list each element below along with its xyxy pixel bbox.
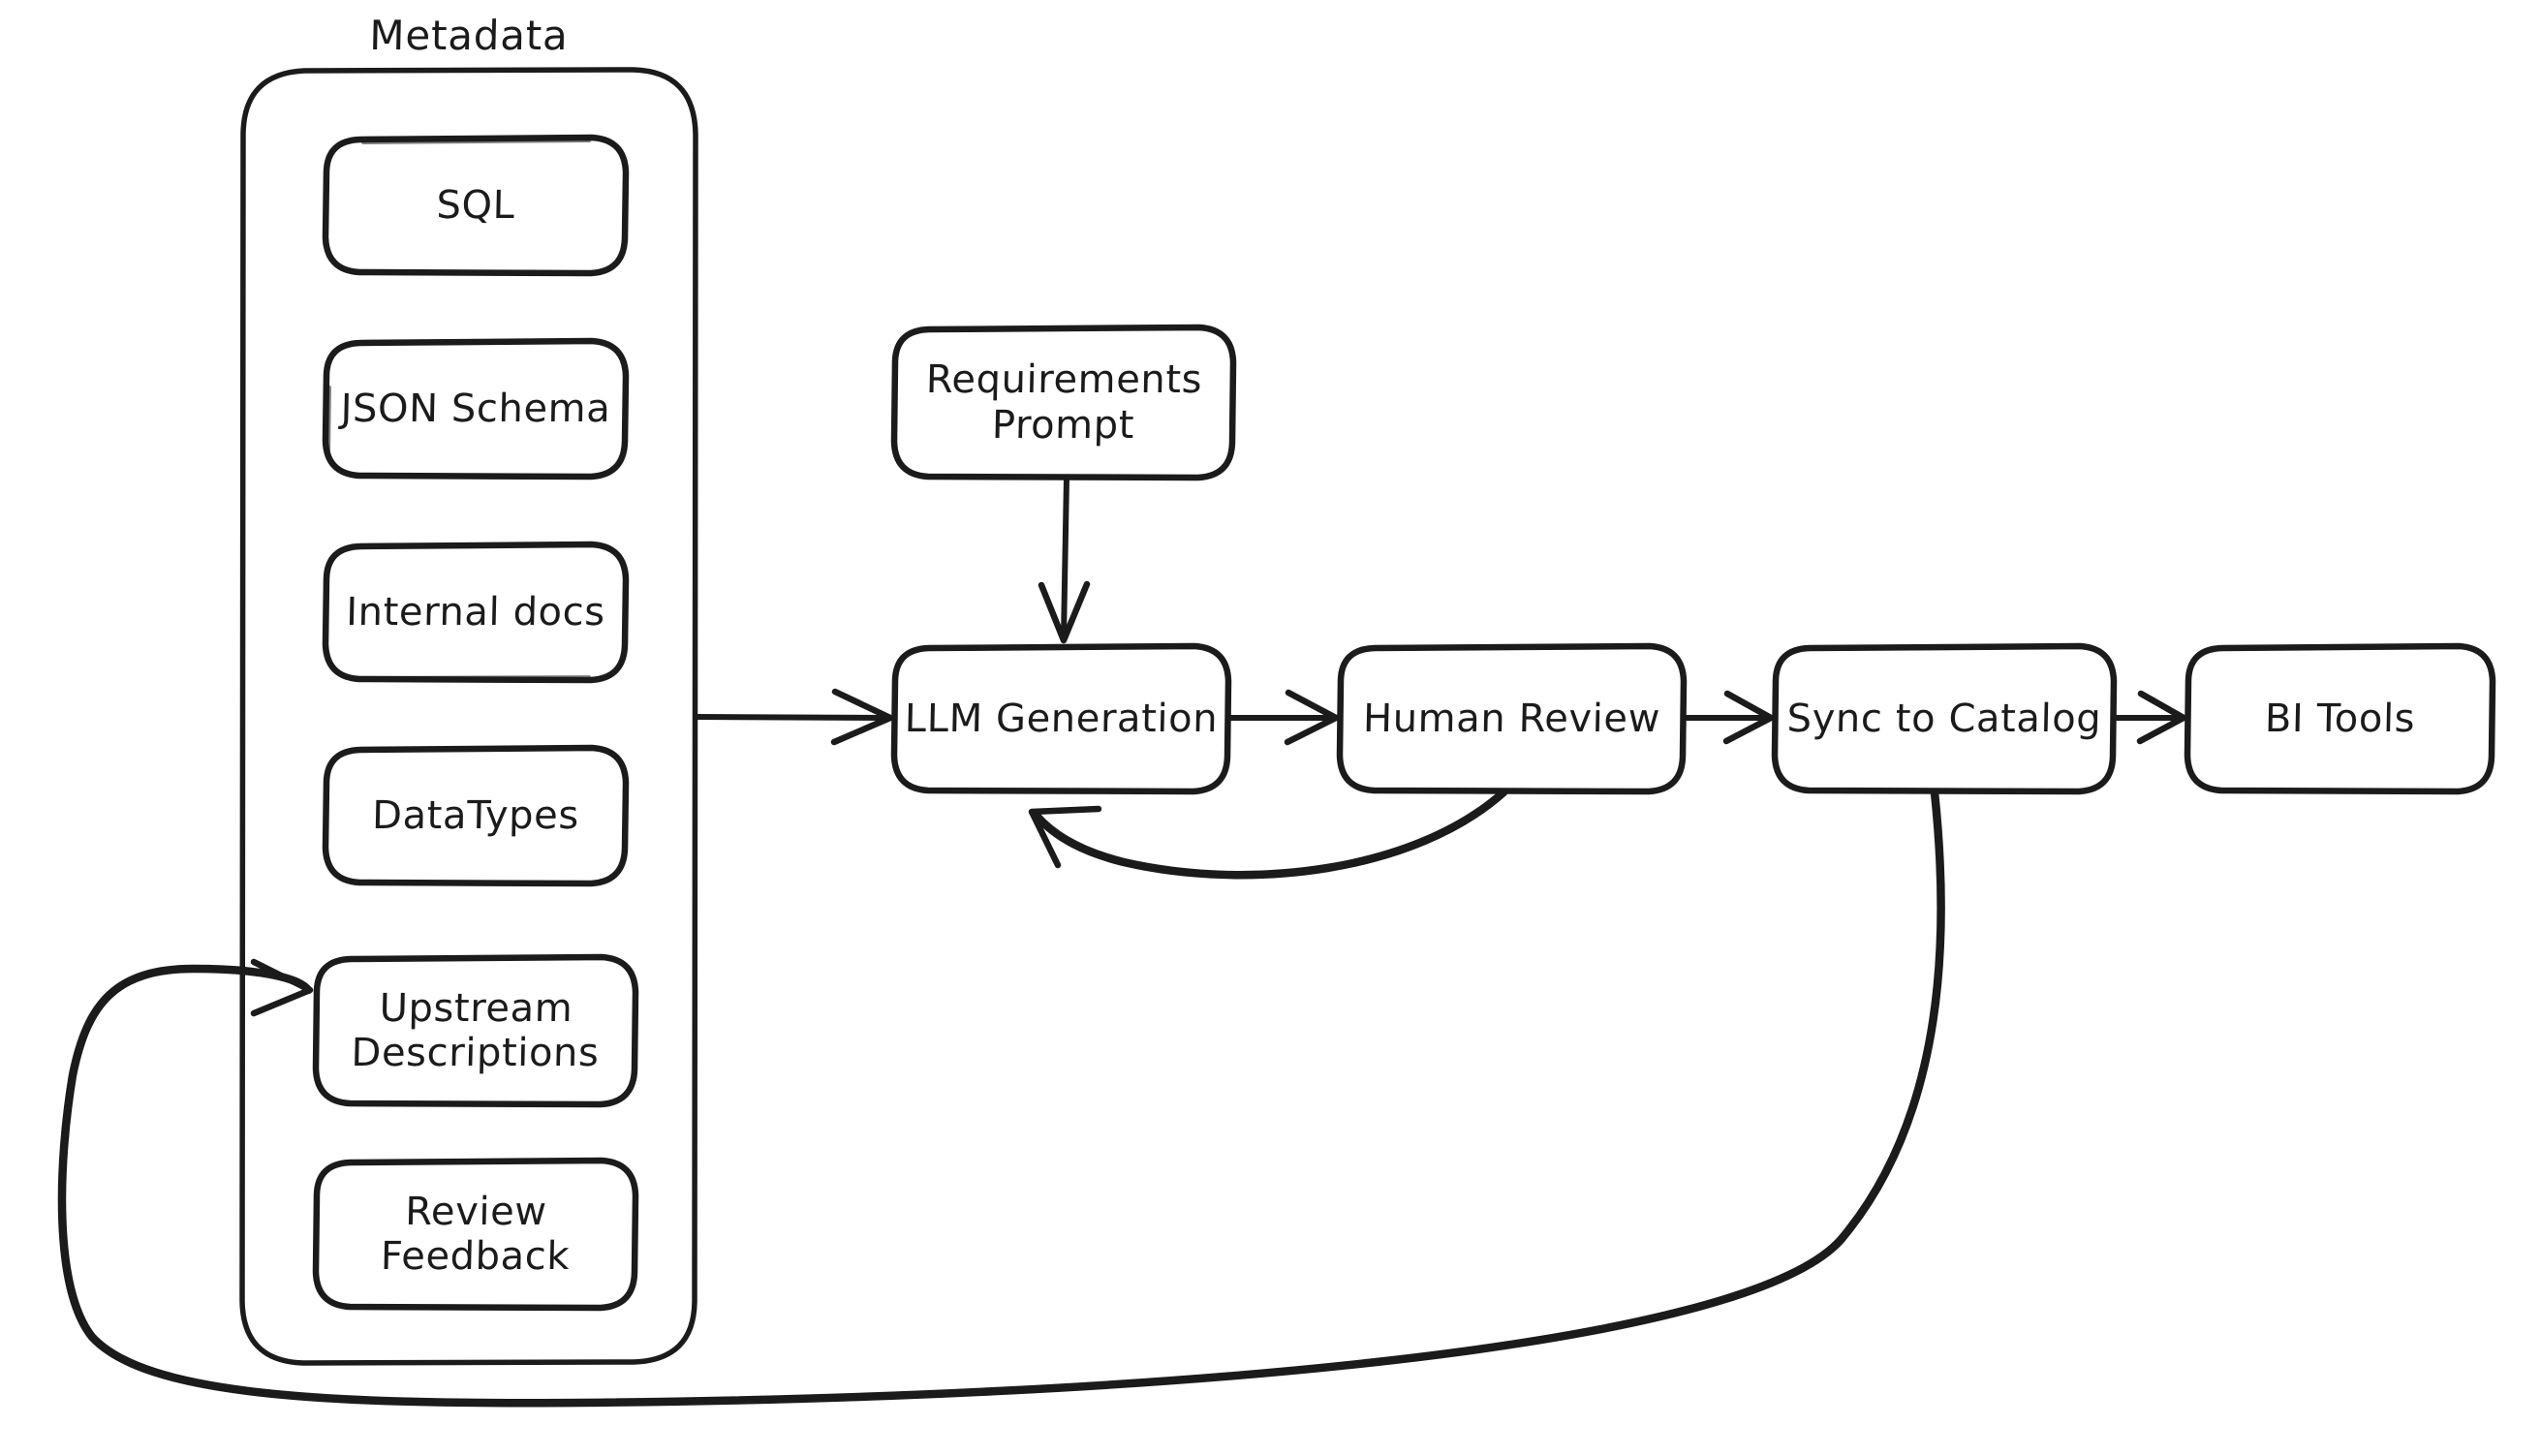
edge-metadata-to-llm xyxy=(693,688,894,746)
node-human-review-shape[interactable] xyxy=(1336,642,1688,795)
edge-human-review-to-sync xyxy=(1681,690,1775,745)
edge-sync-to-bi-tools xyxy=(2111,690,2187,745)
metadata-group-title: Metadata xyxy=(368,12,570,59)
edge-llm-to-human-review xyxy=(1225,689,1340,746)
node-json-schema-shape[interactable] xyxy=(322,337,630,480)
node-internal-docs-shape[interactable] xyxy=(322,541,630,684)
node-bi-tools-shape[interactable] xyxy=(2184,642,2496,795)
node-datatypes-shape[interactable] xyxy=(322,744,630,887)
edge-catalog-feedback-loop xyxy=(57,788,1945,1408)
metadata-group-shape[interactable] xyxy=(239,67,698,1366)
node-sync-to-catalog-shape[interactable] xyxy=(1771,642,2118,795)
node-llm-generation-shape[interactable] xyxy=(890,642,1232,795)
edge-review-rejection-loop xyxy=(1028,788,1508,880)
edge-requirements-prompt-to-llm xyxy=(1038,475,1091,644)
node-sql-shape[interactable] xyxy=(322,134,630,277)
node-upstream-descriptions-shape[interactable] xyxy=(312,953,639,1108)
node-requirements-prompt-shape[interactable] xyxy=(890,324,1237,481)
node-review-feedback-shape[interactable] xyxy=(312,1157,639,1312)
